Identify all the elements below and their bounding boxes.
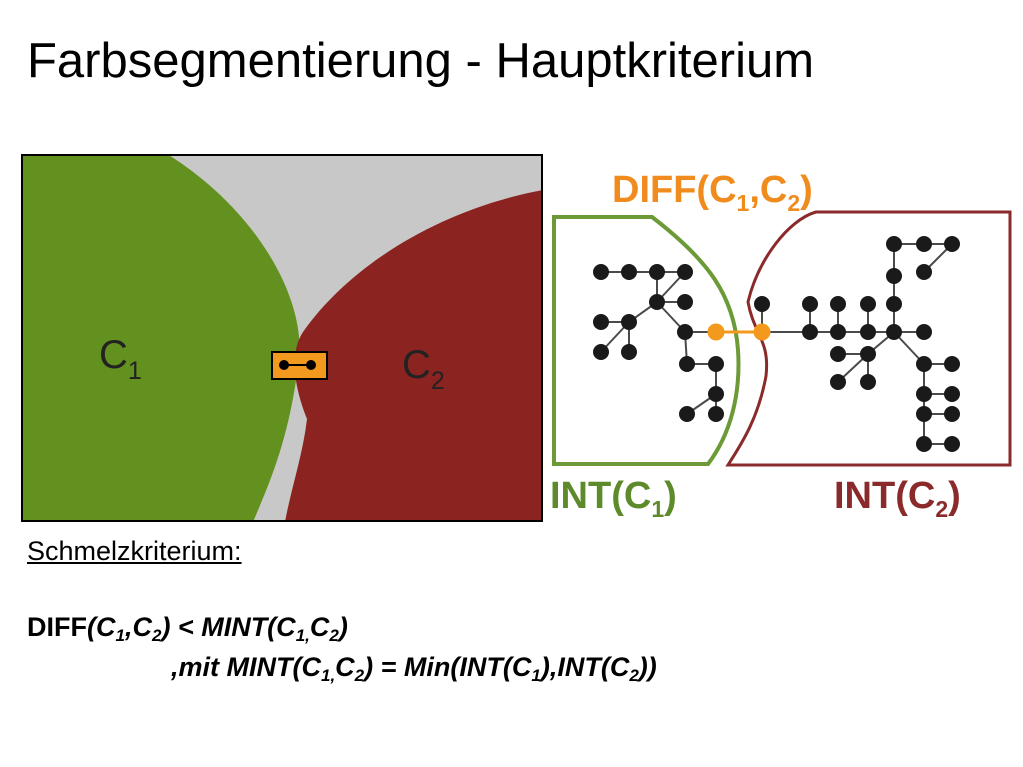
int2-label: INT(C2) bbox=[834, 475, 961, 522]
graph-node bbox=[886, 236, 902, 252]
bridge-node bbox=[753, 323, 771, 341]
graph-node bbox=[802, 324, 818, 340]
graph-node bbox=[621, 344, 637, 360]
bridge-node bbox=[707, 323, 725, 341]
region-c1 bbox=[21, 154, 300, 522]
segmentation-frame bbox=[21, 154, 543, 522]
graph-node bbox=[830, 324, 846, 340]
graph-node bbox=[916, 406, 932, 422]
diff-label: DIFF(C1,C2) bbox=[612, 169, 813, 216]
label-c2: C2 bbox=[402, 343, 445, 395]
component-graph: DIFF(C1,C2) INT(C1) INT(C2) bbox=[550, 169, 1012, 522]
graph-node bbox=[860, 324, 876, 340]
graph-node bbox=[679, 356, 695, 372]
region-c2 bbox=[285, 190, 543, 522]
graph-node bbox=[830, 296, 846, 312]
graph-node bbox=[621, 314, 637, 330]
graph-node bbox=[944, 356, 960, 372]
graph-node bbox=[916, 236, 932, 252]
graph-node bbox=[886, 296, 902, 312]
graph-node bbox=[830, 346, 846, 362]
graph-node bbox=[677, 324, 693, 340]
graph-node bbox=[708, 386, 724, 402]
graph-node bbox=[621, 264, 637, 280]
graph-node bbox=[593, 314, 609, 330]
graph-node bbox=[916, 324, 932, 340]
graph-node bbox=[677, 294, 693, 310]
mint-definition-formula: ,mit MINT(C1,C2) = Min(INT(C1),INT(C2)) bbox=[171, 652, 657, 685]
criterion-heading: Schmelzkriterium: bbox=[27, 536, 242, 566]
graph-node bbox=[708, 406, 724, 422]
graph-node bbox=[886, 268, 902, 284]
int1-boundary bbox=[552, 215, 741, 466]
graph-node bbox=[944, 406, 960, 422]
segmentation-image: C1 C2 bbox=[21, 154, 543, 522]
graph-node bbox=[677, 264, 693, 280]
graph-node bbox=[860, 296, 876, 312]
graph-node bbox=[944, 436, 960, 452]
graph-node bbox=[860, 346, 876, 362]
graph-node bbox=[708, 356, 724, 372]
graph-nodes bbox=[593, 236, 960, 452]
graph-node bbox=[944, 236, 960, 252]
graph-node bbox=[679, 406, 695, 422]
label-c1: C1 bbox=[99, 333, 142, 385]
graph-node bbox=[830, 374, 846, 390]
graph-node bbox=[916, 386, 932, 402]
edge-node bbox=[279, 360, 289, 370]
graph-node bbox=[802, 296, 818, 312]
graph-node bbox=[944, 386, 960, 402]
graph-node bbox=[649, 264, 665, 280]
graph-node bbox=[754, 296, 770, 312]
graph-node bbox=[916, 264, 932, 280]
slide-title: Farbsegmentierung - Hauptkriterium bbox=[27, 34, 815, 88]
graph-node bbox=[593, 344, 609, 360]
graph-node bbox=[649, 294, 665, 310]
edge-node bbox=[306, 360, 316, 370]
edge-marker bbox=[271, 351, 328, 380]
merge-criterion-formula: DIFF(C1,C2) < MINT(C1,C2) bbox=[27, 612, 348, 645]
graph-node bbox=[916, 356, 932, 372]
graph-node bbox=[916, 436, 932, 452]
graph-node bbox=[593, 264, 609, 280]
graph-node bbox=[860, 374, 876, 390]
graph-node bbox=[886, 324, 902, 340]
int1-label: INT(C1) bbox=[550, 475, 677, 522]
